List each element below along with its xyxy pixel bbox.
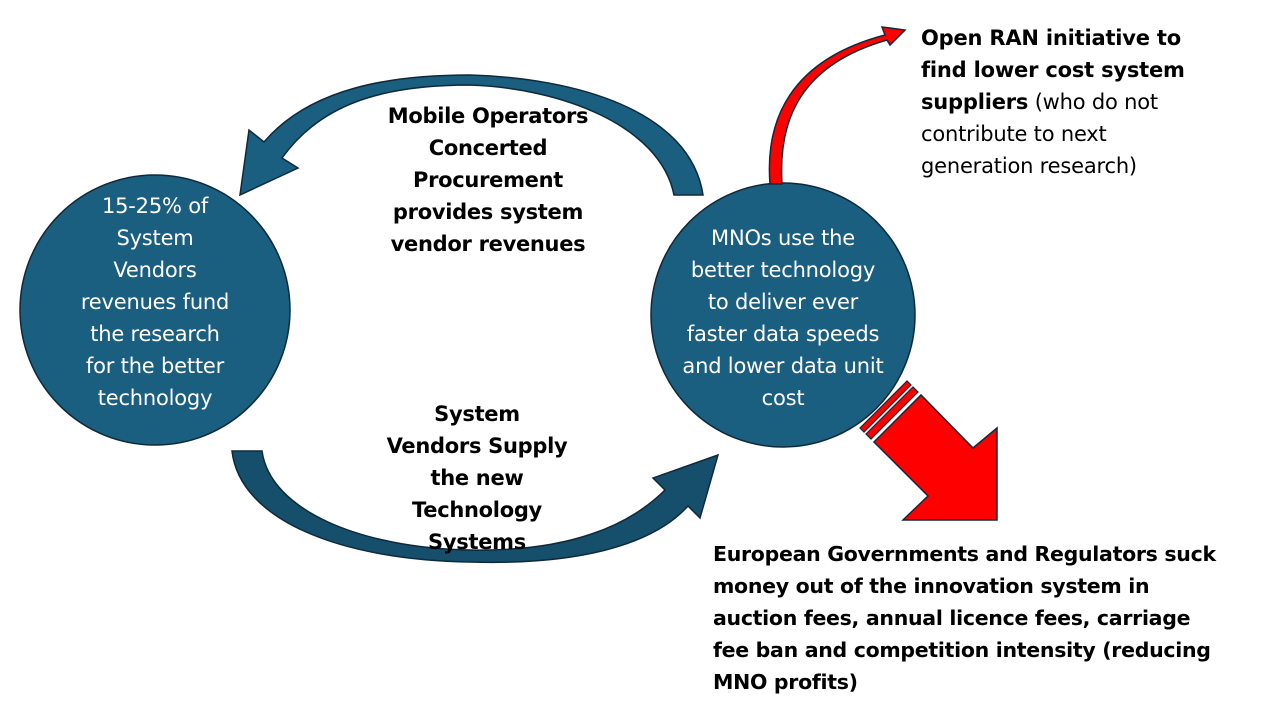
top-curved-arrow	[239, 74, 704, 197]
vendors-line: System	[116, 226, 194, 250]
procurement-line: provides system	[392, 200, 584, 224]
procurement-line: Concerted	[428, 136, 548, 160]
mnos-line: faster data speeds	[686, 322, 880, 346]
vendors-circle	[19, 174, 291, 446]
procurement-flow-label: Mobile Operators Concerted Procurement p…	[368, 100, 608, 260]
mnos-line: to deliver ever	[707, 290, 859, 314]
bottom-curved-arrow	[231, 450, 720, 564]
supply-line: Vendors Supply	[386, 434, 568, 458]
regulators-line: MNO profits)	[713, 670, 858, 694]
vendors-line: revenues fund	[80, 290, 230, 314]
procurement-line: Mobile Operators	[387, 104, 589, 128]
regulators-line: money out of the innovation system in	[713, 574, 1150, 598]
mnos-line: better technology	[690, 258, 876, 282]
supply-line: System	[434, 402, 520, 426]
mnos-node-text: MNOs use the better technology to delive…	[660, 222, 906, 414]
mnos-line: and lower data unit	[682, 354, 884, 378]
open-ran-arrow	[768, 26, 907, 185]
arrow-body	[872, 393, 998, 521]
regulators-arrow	[859, 380, 998, 521]
arrow-stripe-1	[859, 380, 912, 433]
arrow-stripe-2	[865, 386, 919, 440]
open-ran-mixed-line: suppliers (who do not	[921, 86, 1251, 118]
vendors-line: Vendors	[113, 258, 197, 282]
supply-flow-label: System Vendors Supply the new Technology…	[367, 398, 587, 558]
vendors-line: for the better	[85, 354, 225, 378]
regulators-line: European Governments and Regulators suck	[713, 542, 1216, 566]
mnos-line: cost	[761, 386, 805, 410]
regulators-annotation: European Governments and Regulators suck…	[713, 538, 1264, 698]
vendors-line: 15-25% of	[101, 194, 209, 218]
open-ran-normal-line: contribute to next	[921, 122, 1107, 146]
open-ran-bold-line: Open RAN initiative to	[921, 26, 1181, 50]
open-ran-bold-line: find lower cost system	[921, 58, 1185, 82]
vendors-line: the research	[90, 322, 220, 346]
vendors-line: technology	[97, 386, 213, 410]
regulators-line: auction fees, annual licence fees, carri…	[713, 606, 1191, 630]
open-ran-bold-word: suppliers	[921, 90, 1029, 114]
supply-line: the new	[430, 466, 524, 490]
supply-line: Technology	[412, 498, 542, 522]
supply-line: Systems	[428, 530, 526, 554]
procurement-line: Procurement	[413, 168, 563, 192]
mnos-circle	[650, 182, 916, 448]
open-ran-normal-start: (who do not	[1028, 90, 1158, 114]
mnos-line: MNOs use the	[711, 226, 855, 250]
regulators-line: fee ban and competition intensity (reduc…	[713, 638, 1211, 662]
open-ran-annotation: Open RAN initiative to find lower cost s…	[921, 22, 1251, 182]
procurement-line: vendor revenues	[390, 232, 586, 256]
vendors-node-text: 15-25% of System Vendors revenues fund t…	[40, 190, 270, 414]
open-ran-normal-line: generation research)	[921, 154, 1137, 178]
